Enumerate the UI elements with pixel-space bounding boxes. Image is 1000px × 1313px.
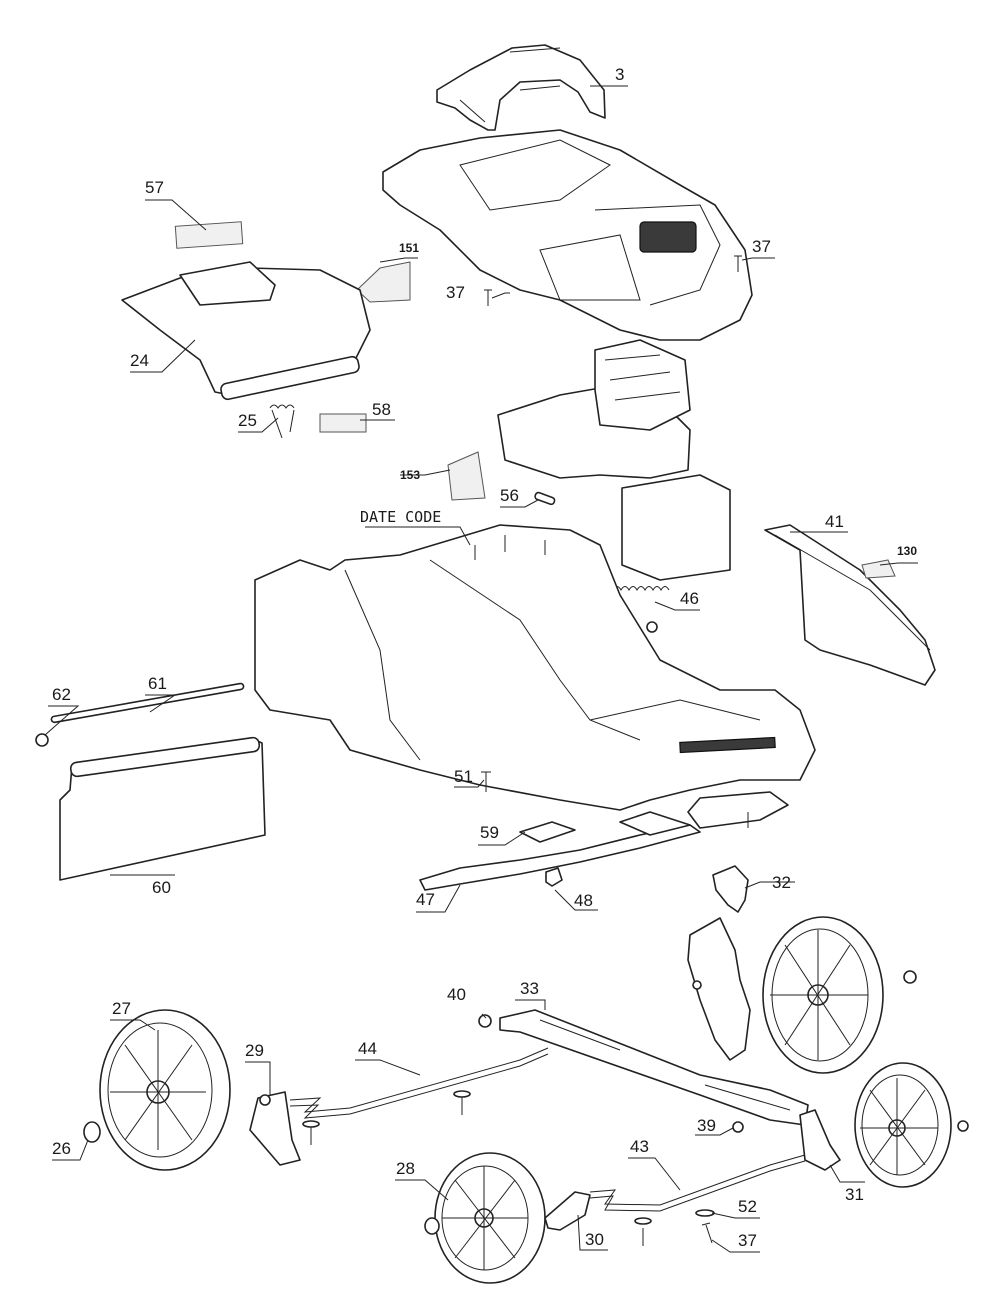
part-62-nut: [35, 733, 49, 747]
part-60-rear-guard: [59, 736, 266, 881]
callout-56: 56: [500, 486, 519, 505]
callout-62: 62: [52, 685, 71, 704]
callout-60: 60: [152, 878, 171, 897]
callout-37-b: 37: [752, 237, 771, 256]
callout-52: 52: [738, 1197, 757, 1216]
part-3-handle: [436, 44, 606, 131]
part-43-rod: [589, 1154, 806, 1206]
callout-labels: 3 57 151 37 37 24 25 58 153 56 DATE CODE…: [52, 65, 917, 1250]
mower-deck: [254, 524, 816, 811]
callout-58: 58: [372, 400, 391, 419]
callout-57: 57: [145, 178, 164, 197]
callout-41: 41: [825, 512, 844, 531]
part-59-plate: [519, 821, 576, 843]
height-adjust-bracket: [687, 791, 789, 829]
part-30-bracket: [544, 1191, 591, 1231]
callout-61: 61: [148, 674, 167, 693]
part-40-washer: [478, 1014, 492, 1028]
part-31-wheel-bracket: [799, 1109, 841, 1171]
part-47-blade: [419, 824, 701, 891]
motor-assembly: [497, 339, 691, 479]
battery-cover-block: [621, 474, 731, 581]
date-code-label: DATE CODE: [360, 508, 441, 526]
wheel-hub-cap-right: [903, 970, 917, 984]
callout-48: 48: [574, 891, 593, 910]
part-27-rear-wheel-left: [99, 1009, 231, 1171]
wheel-hub-cap-front-right: [957, 1120, 969, 1132]
part-56-pin: [534, 491, 556, 506]
part-46-spring: [612, 586, 670, 592]
callout-39: 39: [697, 1116, 716, 1135]
callout-32: 32: [772, 873, 791, 892]
callout-30: 30: [585, 1230, 604, 1249]
callout-43: 43: [630, 1137, 649, 1156]
rear-wheel-right: [762, 916, 884, 1074]
callout-26: 26: [52, 1139, 71, 1158]
callout-44: 44: [358, 1039, 377, 1058]
callout-25: 25: [238, 411, 257, 430]
part-41-side-panel: [764, 524, 936, 686]
callout-40: 40: [447, 985, 466, 1004]
callout-46: 46: [680, 589, 699, 608]
callout-29: 29: [245, 1041, 264, 1060]
part-37-screw-c: [701, 1222, 713, 1244]
callout-37-c: 37: [738, 1231, 757, 1250]
callout-3: 3: [615, 65, 624, 84]
part-57-label: [174, 221, 244, 249]
part-61-rod: [50, 682, 245, 724]
motor-cover-housing: [382, 129, 753, 341]
part-32-lever: [687, 865, 751, 1061]
part-153-label: [447, 451, 486, 501]
part-130-label: [861, 559, 896, 579]
part-58-label: [319, 413, 367, 433]
front-wheel-left-hub-cap: [424, 1217, 440, 1235]
part-151-label: [356, 261, 411, 303]
part-29-bracket: [249, 1091, 301, 1166]
callout-47: 47: [416, 890, 435, 909]
part-51-screw: [481, 771, 491, 792]
callout-151: 151: [399, 241, 419, 255]
callout-33: 33: [520, 979, 539, 998]
part-26-hub-cap: [83, 1121, 101, 1143]
callout-59: 59: [480, 823, 499, 842]
callout-37-a: 37: [446, 283, 465, 302]
part-48-bolt: [545, 867, 563, 887]
callout-24: 24: [130, 351, 149, 370]
part-44-rod: [289, 1047, 549, 1113]
part-25-spring: [269, 404, 295, 439]
part-24-rear-flap: [121, 261, 371, 401]
part-37-screw-b: [734, 255, 742, 272]
part-39-washer: [732, 1121, 744, 1133]
callout-28: 28: [396, 1159, 415, 1178]
part-33-axle-bar: [499, 1009, 809, 1126]
front-wheel-right: [854, 1062, 952, 1188]
part-52-washer: [695, 1209, 715, 1217]
callout-27: 27: [112, 999, 131, 1018]
leader-lines: [44, 85, 918, 1253]
callout-51: 51: [454, 767, 473, 786]
callout-153: 153: [400, 468, 420, 482]
part-28-front-wheel-left: [434, 1152, 546, 1284]
callout-130: 130: [897, 544, 917, 558]
callout-31: 31: [845, 1185, 864, 1204]
part-37-screw-a: [484, 289, 492, 306]
